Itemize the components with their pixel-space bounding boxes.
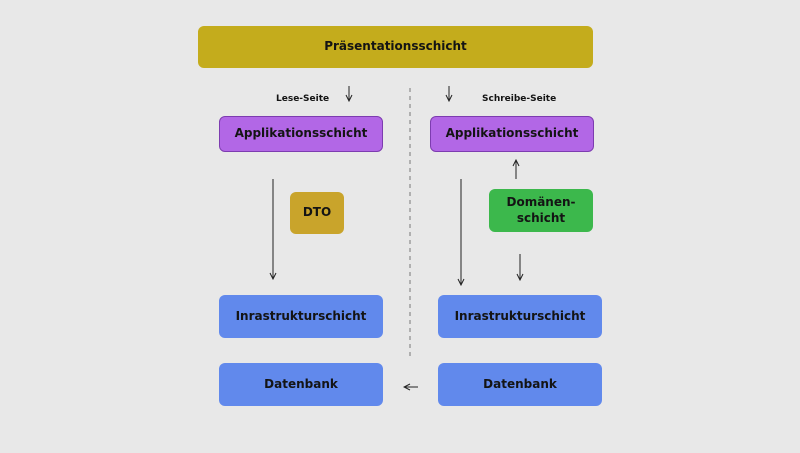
write-application-layer-box: Applikationsschicht (430, 116, 594, 152)
read-application-layer-label: Applikationsschicht (234, 126, 368, 141)
read-infrastructure-layer-label: Inrastrukturschicht (235, 308, 367, 323)
read-database-label: Datenbank (264, 376, 338, 391)
presentation-layer-box: Präsentationsschicht (198, 26, 593, 68)
write-database-box: Datenbank (438, 363, 602, 406)
dto-box: DTO (290, 192, 344, 234)
write-application-layer-label: Applikationsschicht (445, 126, 579, 141)
domain-layer-label: Domänen- schicht (506, 194, 576, 225)
write-infrastructure-layer-label: Inrastrukturschicht (454, 308, 586, 323)
read-side-title: Lese-Seite (276, 94, 330, 104)
write-database-label: Datenbank (483, 376, 557, 391)
write-side-title: Schreibe-Seite (482, 94, 557, 104)
presentation-layer-label: Präsentationsschicht (324, 39, 467, 54)
domain-layer-box: Domänen- schicht (489, 189, 593, 232)
dto-label: DTO (302, 205, 332, 220)
write-infrastructure-layer-box: Inrastrukturschicht (438, 295, 602, 338)
read-application-layer-box: Applikationsschicht (219, 116, 383, 152)
read-database-box: Datenbank (219, 363, 383, 406)
read-infrastructure-layer-box: Inrastrukturschicht (219, 295, 383, 338)
